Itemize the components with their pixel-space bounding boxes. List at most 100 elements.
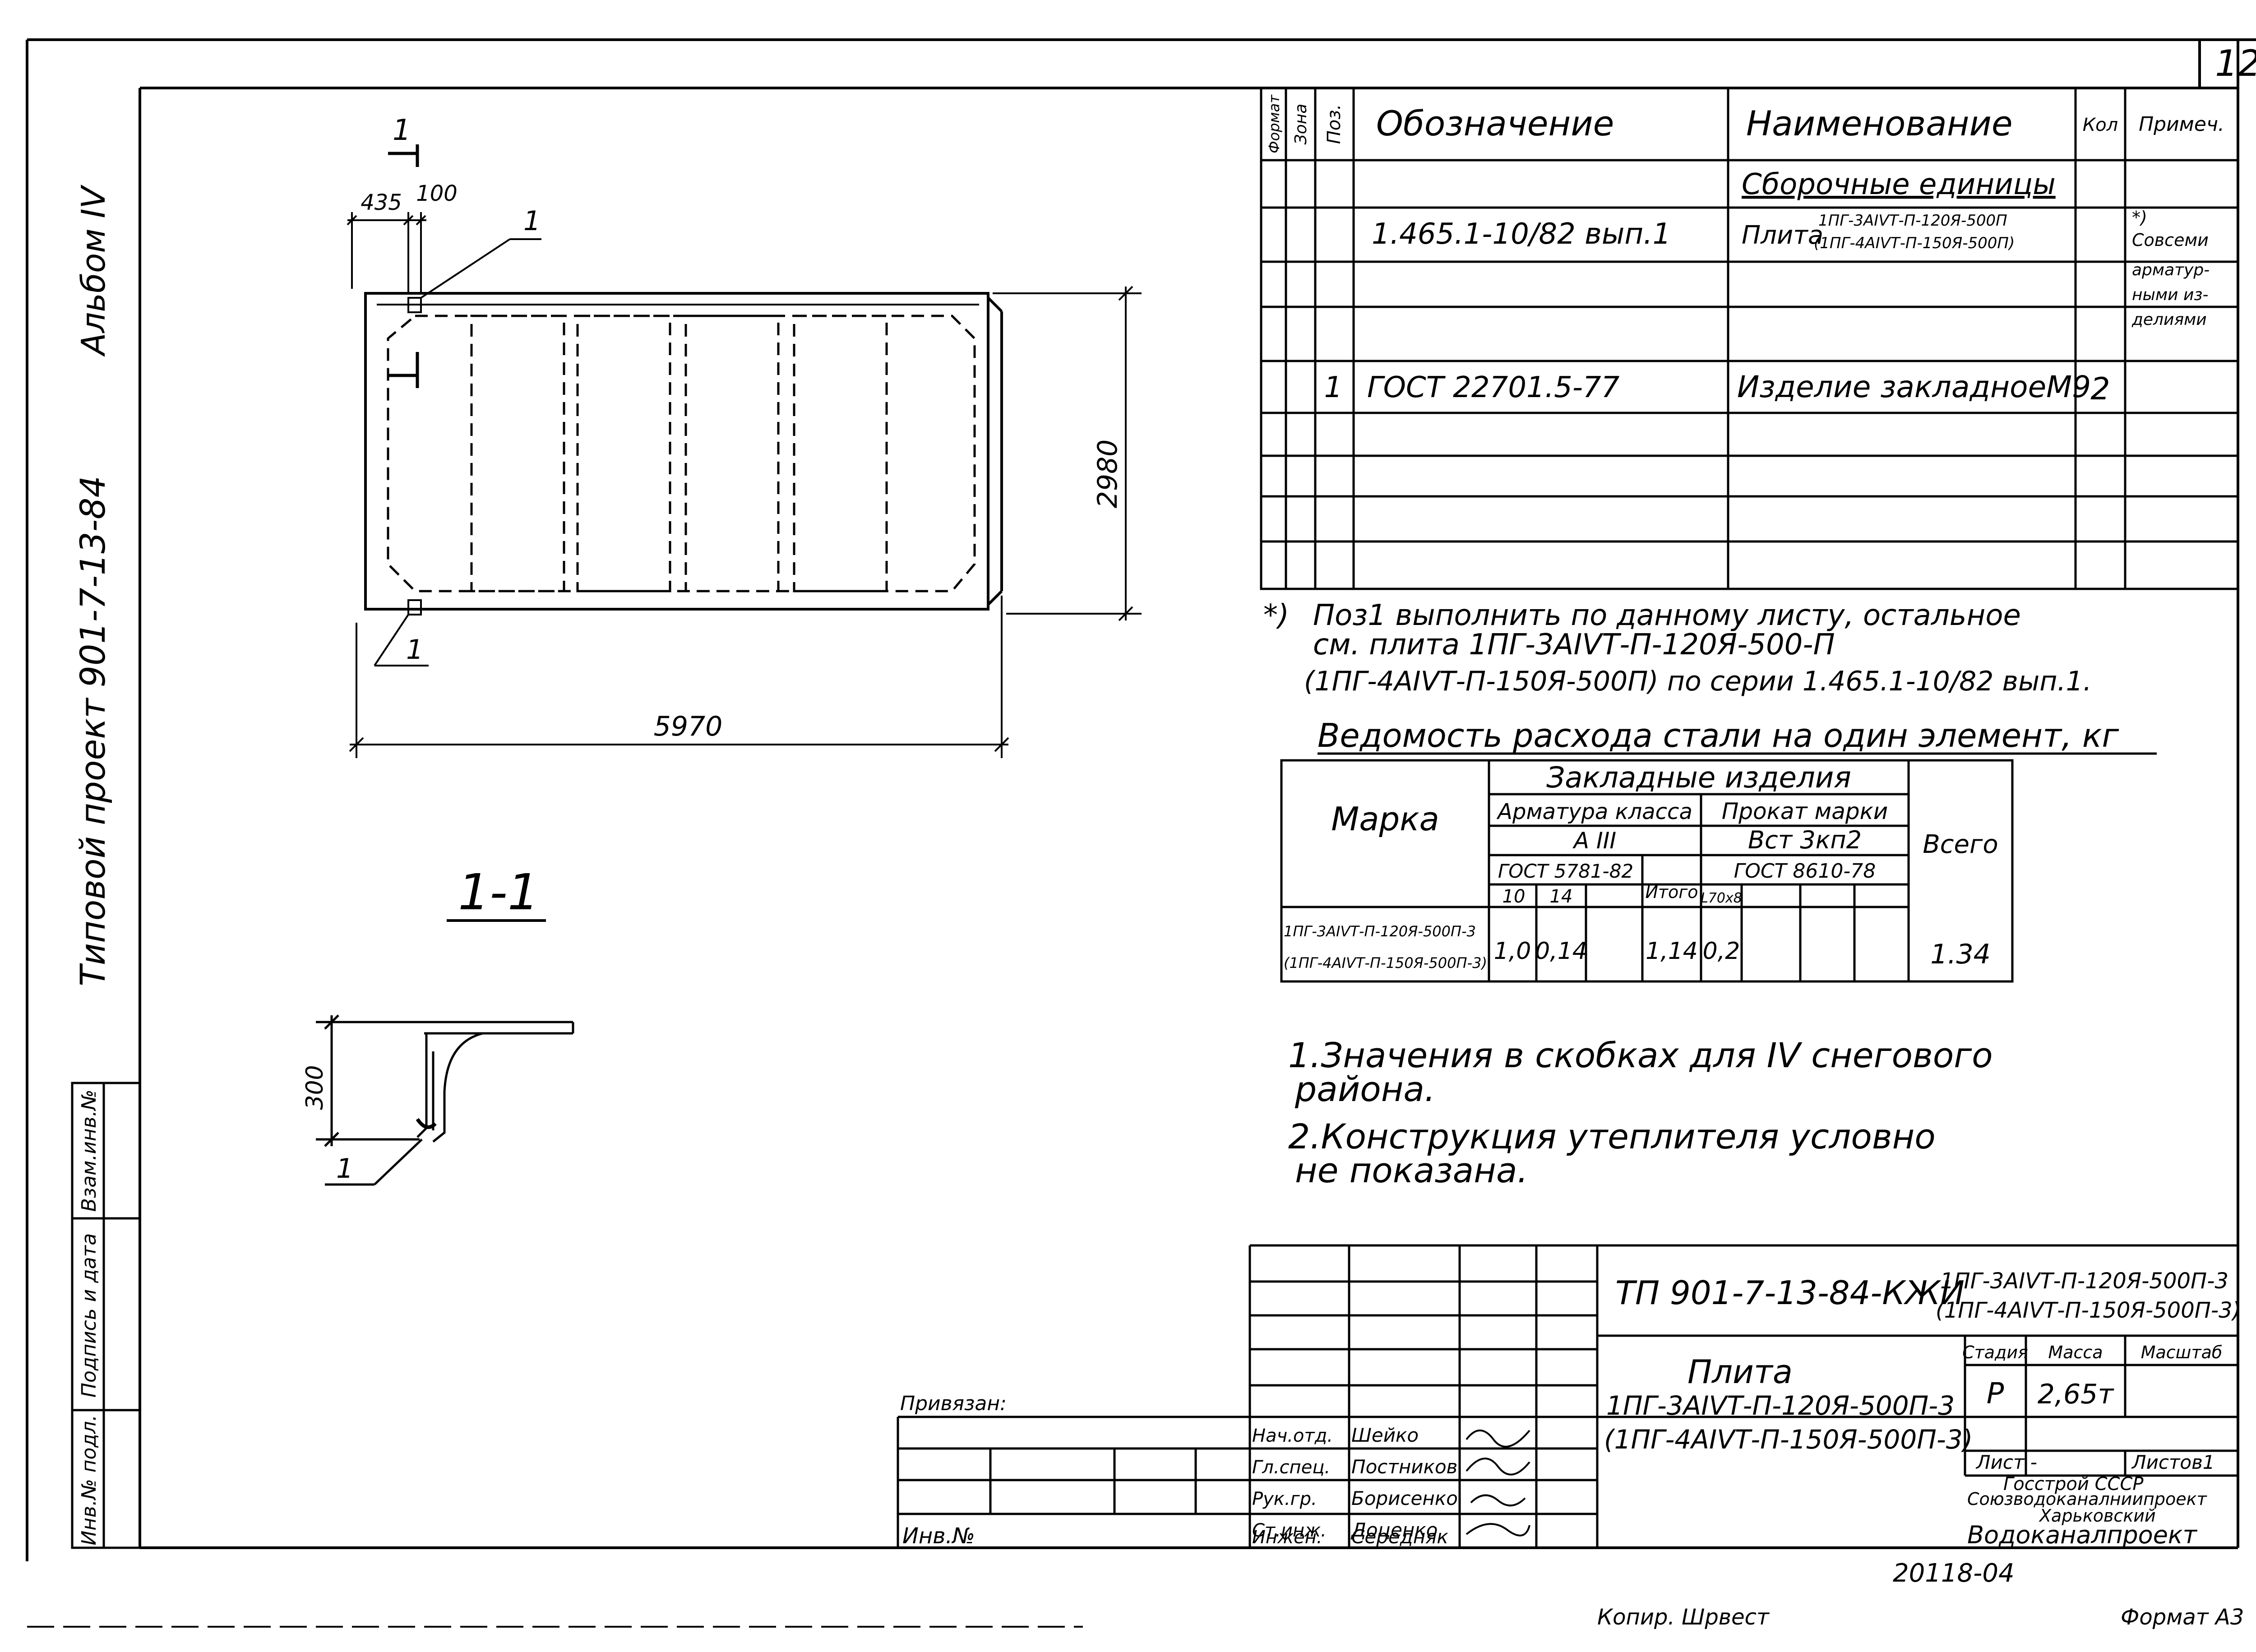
title-mass-label: Масса (2048, 1342, 2103, 1362)
title-names: Шейко Постников Борисенко Доценко Середн… (1350, 1424, 1458, 1548)
title-element-line1: 1ПГ-3АIVТ-П-120Я-500П-3 (1606, 1390, 1955, 1421)
title-roles: Нач.отд. Гл.спец. Рук.гр. Ст.инж. Инжен. (1252, 1425, 1333, 1548)
title-name-1: Шейко (1351, 1424, 1419, 1446)
steel-mark-2: (1ПГ-4АIVТ-П-150Я-500П-3) (1284, 954, 1487, 972)
steel-mark-1: 1ПГ-3АIVТ-П-120Я-500П-3 (1284, 923, 1476, 940)
title-stage-label: Стадия (1962, 1342, 2028, 1362)
steel-value-5: 1.34 (1930, 939, 1991, 970)
title-sheet-label: Лист - (1975, 1451, 2037, 1473)
steel-col-total: Всего (1923, 830, 1998, 859)
title-role-3: Рук.гр. (1252, 1489, 1317, 1509)
steel-table-title: Ведомость расхода стали на один элемент,… (1318, 717, 2119, 754)
side-stamp-sign: Подпись и дата (78, 1233, 101, 1397)
side-stamp-replace: Взам.инв.№ (78, 1090, 101, 1212)
copied-by: Копир. Шрвест (1597, 1605, 1770, 1630)
plan-cut-number: 1 (393, 114, 411, 147)
steel-value-4: 0,2 (1703, 938, 1740, 965)
spec-row1-note-5: делиями (2131, 310, 2207, 329)
project-label: Типовой проект 901-7-13-84 (73, 476, 113, 986)
title-role-5: Инжен. (1252, 1527, 1322, 1548)
title-role-1: Нач.отд. (1252, 1425, 1333, 1446)
spec-row2-designation: ГОСТ 22701.5-77 (1367, 371, 1620, 404)
steel-table: Ведомость расхода стали на один элемент,… (1280, 717, 2157, 983)
note-2-line2: не показана. (1295, 1150, 1528, 1190)
title-org-3: Харьковский (2039, 1506, 2156, 1526)
spec-row1-note-2: Совсеми (2132, 230, 2209, 250)
steel-col-rebar: Арматура класса (1496, 799, 1692, 824)
spec-header-note: Примеч. (2139, 113, 2224, 136)
steel-col-mark: Марка (1331, 800, 1439, 838)
steel-d14: 14 (1550, 886, 1573, 907)
spec-row1-note-3: арматур- (2132, 261, 2210, 279)
spec-row2-name: Изделие закладноеМ9 (1737, 370, 2091, 404)
spec-header-format: Формат (1266, 94, 1283, 153)
footnote-line1: Поз1 выполнить по данному листу, остальн… (1313, 599, 2021, 632)
plan-dashed-ribs (470, 315, 888, 592)
plan-dim-width: 5970 (654, 711, 723, 742)
doc-number: 20118-04 (1893, 1559, 2015, 1588)
steel-col-total-group: Итого (1645, 882, 1698, 902)
plan-dashed-rib-outline (387, 315, 976, 592)
spec-row1-name-line2: (1ПГ-4АIVТ-П-150Я-500П) (1814, 234, 2015, 252)
steel-col-rolled: Прокат марки (1722, 798, 1888, 824)
spec-header-zone: Зона (1292, 104, 1310, 145)
steel-value-2: 0,14 (1535, 938, 1587, 965)
section-view: 1-1 300 1 (301, 863, 574, 1186)
title-role-4: Ст.инж. (1252, 1520, 1327, 1541)
sheet-number: 12 (2215, 42, 2256, 84)
plan-dim-435: 435 (361, 190, 402, 215)
title-name-3: Борисенко (1351, 1487, 1458, 1509)
title-code: ТП 901-7-13-84-КЖИ (1615, 1274, 1965, 1312)
format-label: Формат А3 (2121, 1605, 2244, 1630)
plan-callout-1: 1 (523, 205, 541, 237)
title-element-line2: (1ПГ-4АIVТ-П-150Я-500П-3) (1604, 1424, 1973, 1455)
steel-col-embedded: Закладные изделия (1546, 761, 1851, 795)
title-scale-label: Масштаб (2141, 1342, 2223, 1362)
title-element: Плита (1687, 1353, 1793, 1391)
section-callout: 1 (336, 1153, 353, 1185)
spec-row1-designation: 1.465.1-10/82 вып.1 (1372, 217, 1671, 251)
spec-header-qty: Кол (2083, 115, 2118, 135)
spec-row1-note-4: ными из- (2132, 286, 2209, 304)
footnote-line3: (1ПГ-4АIVТ-П-150Я-500П) по серии 1.465.1… (1304, 666, 2092, 697)
title-bound: Привязан: (900, 1392, 1007, 1415)
title-inv-no: Инв.№ (902, 1523, 975, 1549)
steel-value-3: 1,14 (1646, 938, 1698, 965)
spec-row2-qty: 2 (2090, 371, 2110, 407)
notes: 1.Значения в скобках для IV снегового ра… (1288, 1035, 1993, 1190)
side-stamp-inv: Инв.№ подл. (78, 1415, 101, 1546)
steel-rolled-gost: ГОСТ 8610-78 (1734, 860, 1876, 883)
spec-header-name: Наименование (1746, 103, 2013, 143)
title-name-5: Середняк (1351, 1526, 1448, 1548)
spec-section-title: Сборочные единицы (1742, 168, 2056, 201)
note-1-line2: района. (1294, 1069, 1435, 1109)
title-signatures (1465, 1430, 1530, 1536)
spec-header-pos: Поз. (1324, 104, 1345, 144)
section-title: 1-1 (458, 863, 539, 921)
embedded-item-top (407, 297, 422, 313)
note-1-line1: 1.Значения в скобках для IV снегового (1288, 1035, 1993, 1075)
plan-dim-100: 100 (416, 181, 458, 206)
sheet-frame (26, 38, 2256, 1561)
spec-header-designation: Обозначение (1376, 103, 1614, 143)
album-label: Альбом IV (74, 184, 112, 357)
side-stamp: Инв.№ подл. Подпись и дата Взам.инв.№ (71, 1082, 141, 1549)
steel-rebar-gost: ГОСТ 5781-82 (1498, 860, 1633, 882)
title-org-1: Госстрой СССР (2003, 1474, 2144, 1495)
footnote: *) Поз1 выполнить по данному листу, оста… (1263, 599, 2092, 697)
plan-dim-height: 2980 (1092, 440, 1123, 509)
spec-row1-note-mark: *) (2132, 208, 2147, 227)
plan-view: 1 435 100 1 1 5970 (347, 114, 1142, 758)
steel-rolled-grade: Вст 3кп2 (1748, 826, 1862, 854)
title-mass: 2,65т (2038, 1379, 2115, 1410)
steel-d10: 10 (1502, 886, 1526, 907)
spec-table: Формат Зона Поз. Обозначение Наименовани… (1260, 87, 2239, 590)
spec-row1-name: Плита (1742, 221, 1823, 250)
title-code-mark1: 1ПГ-3АIVТ-П-120Я-500П-3 (1940, 1268, 2228, 1294)
title-name-4: Доценко (1350, 1519, 1438, 1541)
steel-profile: L70х8 (1701, 890, 1742, 906)
steel-rebar-class: А III (1572, 828, 1616, 854)
footnote-line2: см. плита 1ПГ-3АIVТ-П-120Я-500-П (1313, 628, 1835, 662)
note-2-line1: 2.Конструкция утеплителя условно (1288, 1116, 1936, 1157)
